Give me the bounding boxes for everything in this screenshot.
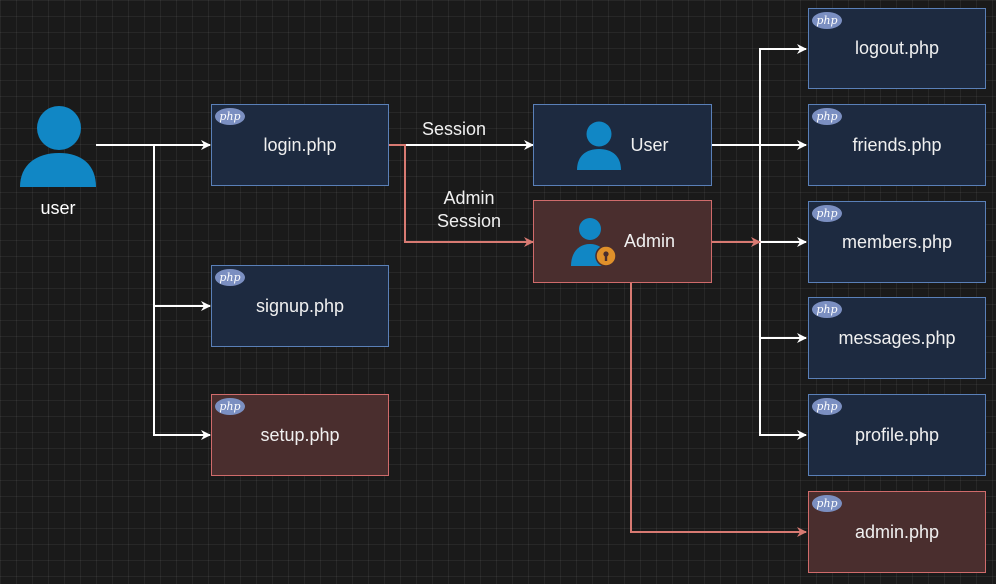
user-role-node[interactable]: User xyxy=(533,104,712,186)
edge-user-to-profile xyxy=(759,338,807,440)
php-badge-icon: php xyxy=(812,12,842,29)
node-label: signup.php xyxy=(255,295,345,316)
edge-user-to-logout xyxy=(759,44,807,145)
signup-php-node[interactable]: php signup.php xyxy=(211,265,389,347)
user-actor[interactable] xyxy=(18,103,98,187)
person-icon xyxy=(20,106,96,187)
php-badge-icon: php xyxy=(215,269,245,286)
php-badge-icon: php xyxy=(812,301,842,318)
admin-session-edge-label: Admin Session xyxy=(424,187,514,233)
edge-user-to-messages xyxy=(759,242,807,343)
admin-person-lock-icon xyxy=(570,217,617,267)
node-label: Admin xyxy=(623,231,676,251)
edge-user-to-members xyxy=(759,145,807,247)
admin-session-line-2: Session xyxy=(436,211,502,231)
edge-login-to-admin xyxy=(389,144,534,247)
node-label: login.php xyxy=(263,134,337,155)
edge-admin-to-admin-page xyxy=(630,283,807,537)
php-badge-icon: php xyxy=(215,398,245,415)
node-label: setup.php xyxy=(260,424,340,445)
messages-php-node[interactable]: php messages.php xyxy=(808,297,986,379)
admin-php-node[interactable]: php admin.php xyxy=(808,491,986,573)
logout-php-node[interactable]: php logout.php xyxy=(808,8,986,89)
node-label: logout.php xyxy=(854,38,940,58)
php-badge-icon: php xyxy=(812,398,842,415)
node-label: profile.php xyxy=(854,424,940,445)
session-edge-label: Session xyxy=(421,119,487,139)
friends-php-node[interactable]: php friends.php xyxy=(808,104,986,186)
php-badge-icon: php xyxy=(215,108,245,125)
admin-session-line-1: Admin xyxy=(443,188,495,208)
login-php-node[interactable]: php login.php xyxy=(211,104,389,186)
person-icon xyxy=(577,121,622,170)
node-label: User xyxy=(630,134,669,155)
user-actor-label: user xyxy=(40,198,76,218)
php-badge-icon: php xyxy=(812,108,842,125)
php-badge-icon: php xyxy=(812,205,842,222)
setup-php-node[interactable]: php setup.php xyxy=(211,394,389,476)
node-label: messages.php xyxy=(838,327,956,348)
node-label: members.php xyxy=(841,231,953,252)
edge-user-to-setup xyxy=(153,306,211,440)
admin-role-node[interactable]: Admin xyxy=(533,200,712,283)
profile-php-node[interactable]: php profile.php xyxy=(808,394,986,476)
node-label: admin.php xyxy=(854,521,940,542)
edge-user-to-signup xyxy=(153,145,211,311)
php-badge-icon: php xyxy=(812,495,842,512)
node-label: friends.php xyxy=(852,134,942,155)
members-php-node[interactable]: php members.php xyxy=(808,201,986,283)
